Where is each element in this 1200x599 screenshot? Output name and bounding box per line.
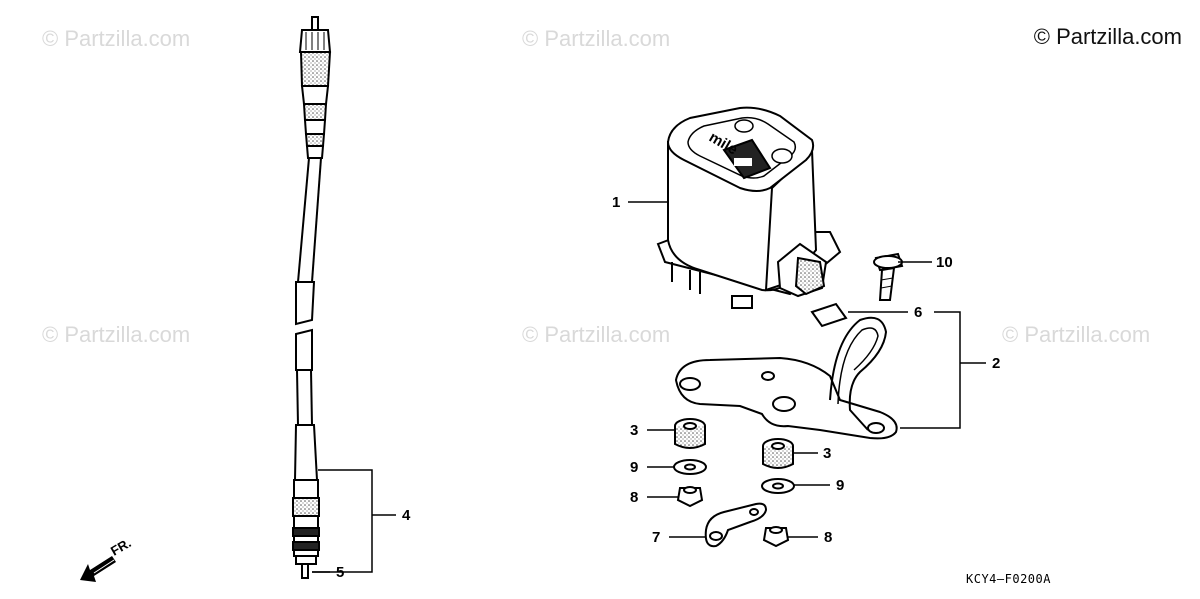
watermark-top-left: © Partzilla.com — [42, 26, 191, 51]
callout-3-right: 3 — [823, 445, 831, 462]
callout-1: 1 — [612, 194, 620, 211]
figure-code: KCY4–F0200A — [966, 572, 1051, 586]
callout-7: 7 — [652, 529, 660, 546]
callout-9-left: 9 — [630, 459, 638, 476]
watermark-top-center: © Partzilla.com — [522, 26, 671, 51]
callout-10: 10 — [936, 254, 953, 271]
grommet-right — [762, 438, 794, 469]
meter-bracket — [674, 316, 898, 440]
nut-left — [676, 486, 704, 508]
cable-clamp — [704, 502, 768, 548]
watermark-mid-left: © Partzilla.com — [42, 322, 191, 347]
watermark-mid-right: © Partzilla.com — [1002, 322, 1151, 347]
speedometer-unit — [656, 106, 842, 309]
washer-left — [673, 459, 707, 475]
callout-2: 2 — [992, 355, 1000, 372]
front-direction-arrow-icon — [80, 554, 116, 582]
nut-right — [762, 526, 790, 548]
copyright-label: © Partzilla.com — [1033, 24, 1182, 49]
watermark-mid-center: © Partzilla.com — [522, 322, 671, 347]
washer-right — [761, 478, 795, 494]
speedometer-cable — [292, 16, 332, 579]
callout-6: 6 — [914, 304, 922, 321]
bolt — [873, 252, 904, 301]
seal-plate — [810, 302, 848, 328]
grommet-left — [674, 418, 706, 449]
callout-8-left: 8 — [630, 489, 638, 506]
callout-5: 5 — [336, 564, 344, 581]
callout-8-right: 8 — [824, 529, 832, 546]
callout-lines-meter — [628, 201, 986, 538]
callout-4: 4 — [402, 507, 411, 524]
callout-lines-cable — [312, 469, 396, 573]
callout-3-left: 3 — [630, 422, 638, 439]
callout-9-right: 9 — [836, 477, 844, 494]
